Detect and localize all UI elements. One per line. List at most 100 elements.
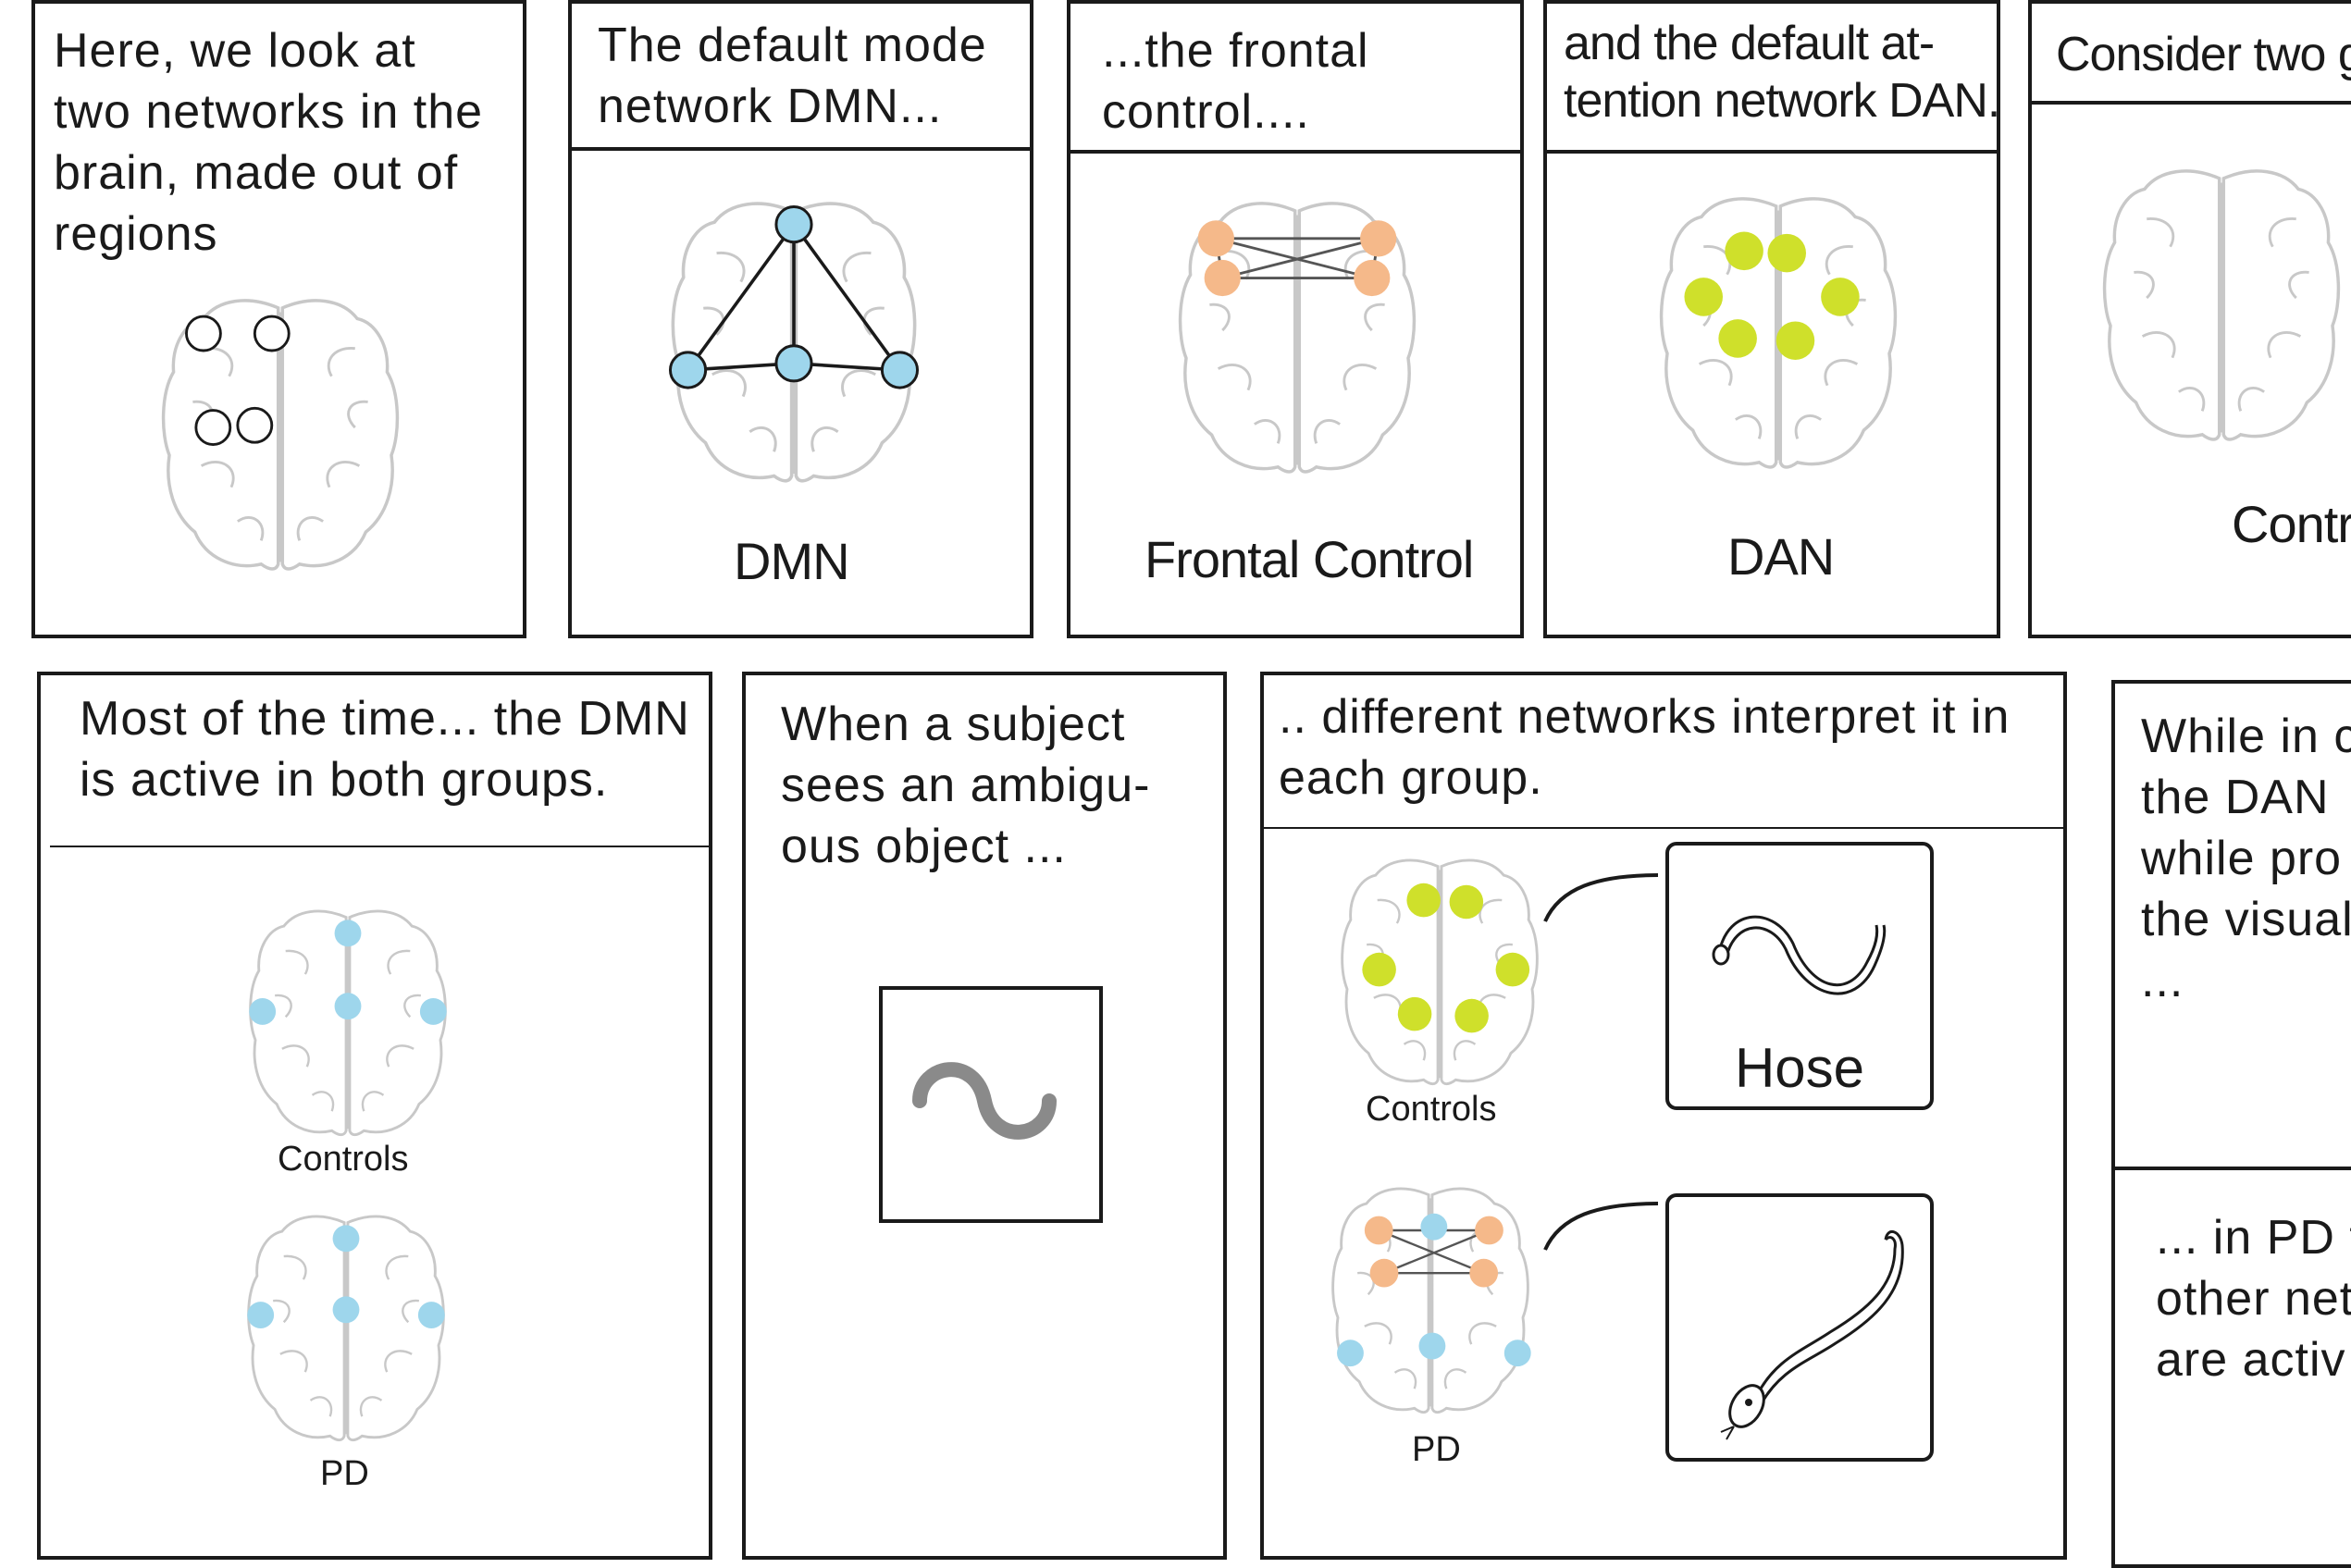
caption-line: .. different networks interpret it in (1279, 690, 2011, 744)
caption-line: while pro (2141, 832, 2343, 885)
brain-diagram-partial (2102, 169, 2341, 441)
dan-node (1767, 233, 1806, 273)
divider (1547, 150, 1997, 154)
caption-line: each group. (1279, 751, 1543, 805)
frontal-node (1364, 1216, 1393, 1245)
region-node (253, 315, 291, 352)
caption-line: ...the frontal (1102, 24, 1369, 78)
brain-diagram-empty-regions (161, 299, 400, 571)
caption-line: Here, we look at (54, 24, 416, 78)
squiggle-icon (912, 1062, 1057, 1140)
ambiguous-object-box (879, 986, 1103, 1223)
brain-diagram-pd-mixed (1331, 1187, 1531, 1414)
dmn-node (249, 998, 277, 1025)
panel-most-of-time: Most of the time... the DMN is active in… (37, 672, 712, 1560)
snake-icon (1720, 1230, 1904, 1440)
caption-line: two networks in the (54, 85, 484, 139)
caption-line: control.... (1102, 85, 1310, 139)
frontal-node (1475, 1216, 1503, 1245)
region-node (194, 409, 232, 446)
dan-node (1684, 278, 1723, 316)
caption-line: the visual (2141, 893, 2351, 946)
dan-node (1821, 278, 1860, 316)
controls-label: Controls (278, 1140, 409, 1179)
caption-line: is active in both groups. (80, 753, 609, 807)
divider (1070, 150, 1520, 154)
dmn-node (334, 993, 362, 1020)
brain-diagram-controls-dan (1341, 858, 1539, 1086)
panel-ambiguous: When a subject sees an ambigu- ous objec… (742, 672, 1227, 1560)
dmn-node (880, 351, 920, 389)
hose-interpretation-box: Hose (1665, 842, 1934, 1110)
divider (50, 846, 709, 847)
caption-line: The default mode (598, 19, 987, 72)
caption-line: the DAN (2141, 771, 2330, 824)
caption-line: While in c (2141, 710, 2351, 763)
divider (2032, 101, 2351, 105)
panel-while-caption: While in c the DAN while pro the visual … (2141, 706, 2351, 1011)
dmn-label: DMN (734, 532, 850, 590)
caption-line: tention network DAN. (1564, 74, 2000, 128)
caption-line: regions (54, 207, 218, 261)
dmn-node (419, 998, 447, 1025)
dan-node (1725, 231, 1763, 271)
caption-line: sees an ambigu- (781, 759, 1151, 812)
brain-diagram-dan (1659, 197, 1898, 469)
dmn-node (417, 1302, 445, 1328)
panel-intro: Here, we look at two networks in the bra… (31, 0, 526, 638)
frontal-node (1360, 220, 1397, 257)
panel-dmn: The default mode network DMN... DMN (568, 0, 1033, 638)
region-node (236, 406, 274, 444)
dmn-node (247, 1302, 275, 1328)
brain-diagram-dmn (668, 202, 920, 483)
panel-dan-caption: and the default at- tention network DAN. (1564, 15, 2000, 130)
caption-line: are activ (2156, 1333, 2346, 1387)
caption-line: brain, made out of (54, 146, 459, 200)
caption-line: Most of the time... the DMN (80, 692, 690, 746)
dmn-node (334, 920, 362, 947)
panel-dan: and the default at- tention network DAN.… (1543, 0, 2000, 638)
brain-diagram-frontal-control (1178, 202, 1417, 474)
caption-line: ... (2141, 954, 2184, 1007)
frontal-node (1469, 1258, 1499, 1288)
dmn-node (668, 351, 708, 389)
panel-most-caption: Most of the time... the DMN is active in… (80, 688, 690, 810)
connector-line (1543, 873, 1659, 922)
region-node (185, 315, 222, 352)
caption-line: ... in PD t (2156, 1211, 2351, 1265)
dan-node (1776, 321, 1815, 360)
frontal-node (1369, 1258, 1399, 1288)
consider-label: Contro (2232, 495, 2351, 553)
panel-frontal-caption: ...the frontal control.... (1102, 20, 1369, 142)
panel-while-caption-2: ... in PD t other net are activ (2156, 1207, 2351, 1390)
dan-label: DAN (1727, 527, 1835, 586)
panel-intro-caption: Here, we look at two networks in the bra… (54, 20, 483, 265)
panel-frontal: ...the frontal control.... Frontal Contr… (1067, 0, 1524, 638)
connector-line (1543, 1202, 1659, 1251)
frontal-node (1354, 259, 1391, 297)
divider (2115, 1167, 2351, 1170)
dmn-node (774, 344, 813, 383)
controls-label: Controls (1366, 1090, 1497, 1129)
panel-consider-caption: Consider two g (2056, 24, 2351, 85)
frontal-node (1204, 259, 1241, 297)
panel-while: While in c the DAN while pro the visual … (2111, 680, 2351, 1568)
dan-node (1449, 884, 1484, 920)
dmn-node (1418, 1332, 1446, 1360)
panel-ambiguous-caption: When a subject sees an ambigu- ous objec… (781, 694, 1150, 877)
hose-label: Hose (1734, 1037, 1865, 1099)
dan-node (1397, 996, 1432, 1031)
divider (572, 147, 1030, 151)
dmn-node (774, 205, 813, 244)
panel-consider: Consider two g Contro (2028, 0, 2351, 638)
caption-line: ous object ... (781, 820, 1067, 873)
dan-node (1495, 952, 1530, 987)
snake-interpretation-box (1665, 1193, 1934, 1462)
caption-line: network DMN... (598, 80, 943, 133)
brain-diagram-controls-dmn (249, 909, 447, 1137)
dmn-node (1420, 1213, 1448, 1241)
caption-line: When a subject (781, 698, 1126, 751)
panel-interpret-caption: .. different networks interpret it in ea… (1279, 686, 2010, 809)
divider (1264, 827, 2063, 829)
caption-line: and the default at- (1564, 17, 1935, 70)
